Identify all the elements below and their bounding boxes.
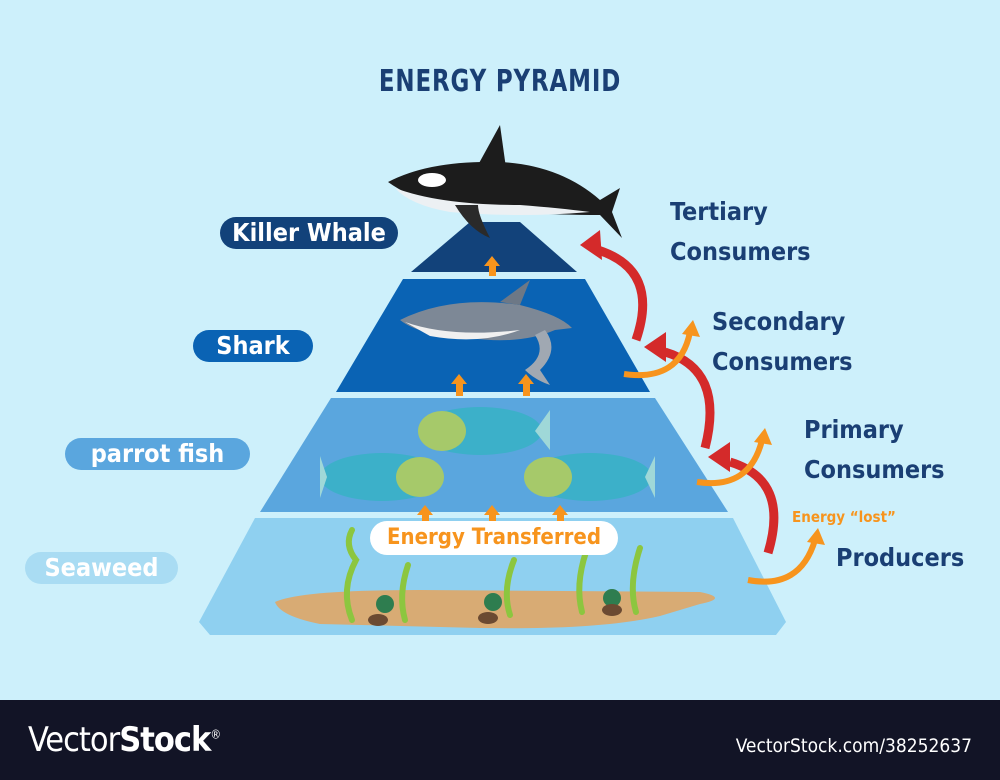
killer-whale-icon bbox=[388, 125, 622, 238]
label-killer-whale: Killer Whale bbox=[220, 217, 398, 249]
tier-tertiary bbox=[411, 222, 577, 272]
seaweed-icon bbox=[343, 527, 643, 623]
image-url: VectorStock.com/38252637 bbox=[735, 735, 972, 757]
registered-mark: ® bbox=[210, 727, 221, 742]
footer-bar: VectorStock® VectorStock.com/38252637 bbox=[0, 700, 1000, 780]
label-parrot-fish: parrot fish bbox=[65, 438, 250, 470]
shark-icon bbox=[400, 280, 572, 385]
parrot-fish-icon bbox=[320, 407, 655, 501]
role-line: Tertiary bbox=[670, 197, 768, 226]
role-producers: Producers bbox=[836, 543, 965, 572]
energy-pyramid bbox=[199, 125, 825, 635]
vectorstock-logo: VectorStock® bbox=[28, 720, 221, 760]
role-line: Secondary bbox=[712, 307, 846, 336]
rocks-algae-icon bbox=[376, 589, 621, 613]
energy-lost-arrows bbox=[623, 331, 818, 585]
role-line: Consumers bbox=[712, 347, 853, 376]
page-title: ENERGY PYRAMID bbox=[378, 64, 622, 99]
role-line: Primary bbox=[804, 415, 904, 444]
role-line: Consumers bbox=[804, 455, 945, 484]
role-line: Consumers bbox=[670, 237, 811, 266]
label-shark: Shark bbox=[193, 330, 313, 362]
energy-transferred-label: Energy Transferred bbox=[370, 521, 618, 555]
logo-text-bold: Stock bbox=[119, 720, 211, 760]
label-seaweed: Seaweed bbox=[25, 552, 178, 584]
energy-lost-label: Energy “lost” bbox=[792, 508, 896, 526]
logo-text: Vector bbox=[28, 720, 120, 760]
